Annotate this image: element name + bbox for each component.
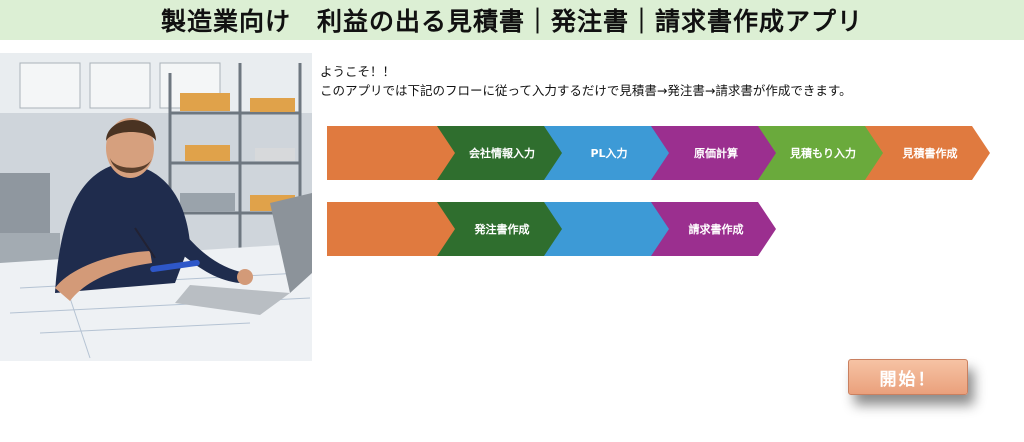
- description-text: このアプリでは下記のフローに従って入力するだけで見積書→発注書→請求書が作成でき…: [320, 83, 852, 98]
- flow-step-1: [327, 202, 455, 256]
- flow-step-label: PL入力: [590, 147, 628, 160]
- welcome-text: ようこそ！！: [320, 64, 396, 79]
- intro-text: ようこそ！！ このアプリでは下記のフローに従って入力するだけで見積書→発注書→請…: [320, 62, 852, 100]
- flow-step-6: 見積書作成: [862, 126, 990, 180]
- engineer-photo: [0, 53, 312, 361]
- flow-step-label: 発注書作成: [474, 223, 530, 236]
- engineer-photo-illustration: [0, 53, 312, 361]
- flow-step-4: 請求書作成: [648, 202, 776, 256]
- flow-step-label: 見積もり入力: [790, 147, 856, 160]
- flow-step-2: 発注書作成: [434, 202, 562, 256]
- flow-row-1: 会社情報入力 PL入力 原価計算 見積もり入力 見積書作成: [327, 126, 1007, 180]
- flow-step-5: 見積もり入力: [755, 126, 883, 180]
- flow-step-3: [541, 202, 669, 256]
- flow-step-1: [327, 126, 455, 180]
- flow-step-2: 会社情報入力: [434, 126, 562, 180]
- page-title: 製造業向け 利益の出る見積書｜発注書｜請求書作成アプリ: [160, 7, 863, 36]
- title-bar: 製造業向け 利益の出る見積書｜発注書｜請求書作成アプリ: [0, 0, 1024, 40]
- flow-step-label: 請求書作成: [688, 223, 744, 236]
- flow-step-label: 見積書作成: [902, 147, 958, 160]
- start-button[interactable]: 開始！: [848, 359, 968, 395]
- flow-step-4: 原価計算: [648, 126, 776, 180]
- flow-step-label: 原価計算: [694, 147, 738, 160]
- flow-step-label: 会社情報入力: [469, 147, 535, 160]
- flow-step-3: PL入力: [541, 126, 669, 180]
- flow-row-2: 発注書作成 請求書作成: [327, 202, 787, 256]
